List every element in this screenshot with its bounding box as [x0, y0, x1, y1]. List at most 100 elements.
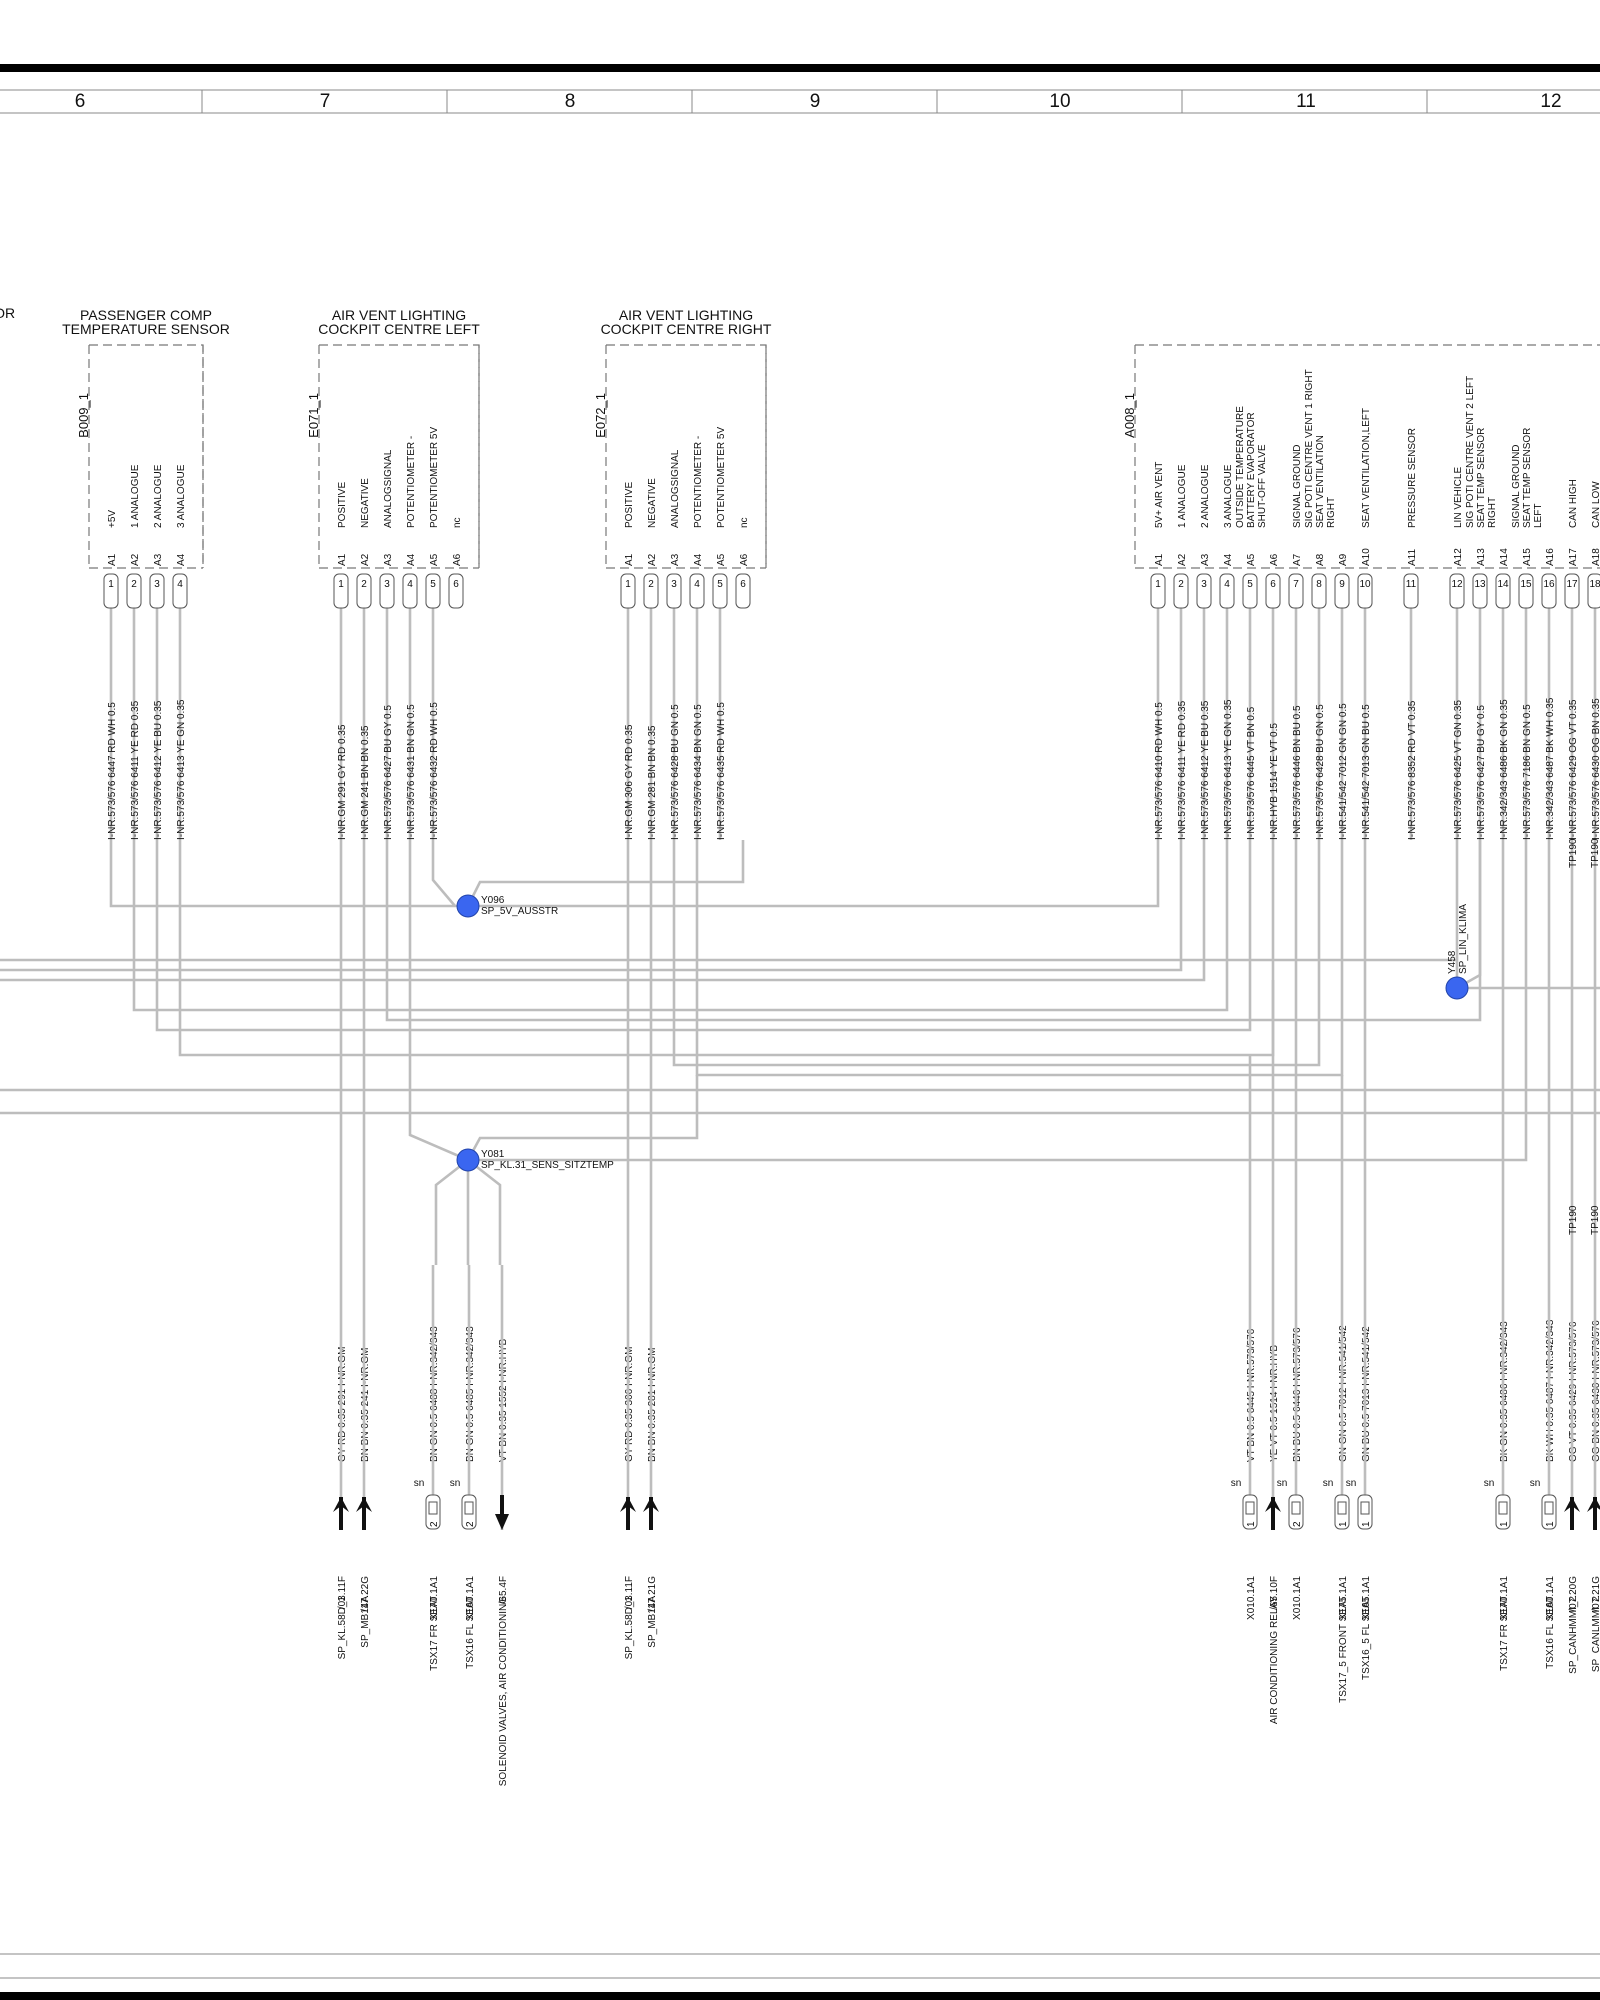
- wire-label: I-NR.573/576 6427 BU GY 0.5: [383, 705, 394, 840]
- pin-connector: [448, 573, 464, 609]
- wire-label: I-NR.573/576 7186 BN GN 0.5: [1522, 704, 1533, 840]
- lower-terminals-layer: GY RD 0.35 291 I-NR.GM/03.11FSP_KL.58D_1…: [333, 1265, 1600, 1786]
- pin-connector: [1403, 573, 1419, 609]
- terminal-reference: /03.11F: [624, 1576, 635, 1609]
- lower-wire-label: GY RD 0.35 291 I-NR.GM: [337, 1347, 348, 1462]
- pin-function-label: CAN HIGH: [1568, 479, 1579, 528]
- wire-label: I-NR.573/576 6429 OG VT 0.35: [1568, 699, 1579, 840]
- pin-number: 13: [1474, 579, 1486, 590]
- pin-function-label: SEAT TEMP SENSOR: [1476, 428, 1487, 528]
- terminal-reference: X010.1A1: [1246, 1576, 1257, 1620]
- sn-label: sn: [1530, 1478, 1541, 1489]
- connector-pin-inner: [1291, 1501, 1301, 1515]
- pin-code: A18: [1591, 548, 1600, 566]
- pin-code: A4: [406, 553, 417, 566]
- wire-label: I-NR.573/576 6435 RD WH 0.5: [716, 702, 727, 840]
- pin-code: A2: [1177, 553, 1188, 566]
- pin-code: A3: [1200, 553, 1211, 566]
- sn-label: sn: [1231, 1478, 1242, 1489]
- wire-label: I-NR.541/542 7013 GN BU 0.5: [1361, 704, 1372, 840]
- wire-label: I-NR.GM 306 GY RD 0.35: [624, 724, 635, 840]
- wire-label: I-NR.GM 281 BN BN 0.35: [647, 725, 658, 840]
- wire-label: I-NR.573/576 6445 VT BN 0.5: [1246, 706, 1257, 840]
- wire-route: [434, 1158, 469, 1265]
- component-ident: B009_1: [76, 393, 91, 438]
- pin-code: A7: [1292, 553, 1303, 566]
- pin-code: A12: [1453, 548, 1464, 566]
- connector-pin-number: 2: [465, 1521, 476, 1527]
- connector-pin-inner: [1360, 1501, 1370, 1515]
- wire-label: I-NR.HYB 1514 YE VT 0.5: [1269, 723, 1280, 840]
- pin-connector: [126, 573, 142, 609]
- pin-connector: [172, 573, 188, 609]
- component-ident: E071_1: [306, 393, 321, 438]
- wire-label: I-NR.573/576 6411 YE RD 0.35: [1177, 700, 1188, 840]
- pin-connector: [1242, 573, 1258, 609]
- pin-number: 7: [1293, 579, 1299, 590]
- column-number-6: 6: [75, 91, 86, 112]
- pin-function-label: LIN VEHICLE: [1453, 467, 1464, 528]
- pin-number: 5: [1247, 579, 1253, 590]
- component-title: COCKPIT CENTRE RIGHT: [601, 321, 772, 337]
- pin-connector: [1541, 573, 1557, 609]
- pin-function-label: POTENTIOMETER 5V: [716, 427, 727, 528]
- pin-connector: [643, 573, 659, 609]
- pin-connector: [666, 573, 682, 609]
- pin-function-label: SEAT VENTILATION: [1315, 435, 1326, 528]
- component-ident: A008_1: [1122, 393, 1137, 438]
- pin-function-label: BATTERY EVAPORATOR: [1246, 412, 1257, 528]
- pin-function-label: SEAT VENTILATION,LEFT: [1361, 408, 1372, 528]
- pin-connector: [1334, 573, 1350, 609]
- pin-code: A4: [1223, 553, 1234, 566]
- terminal-reference: X160.1A1: [1545, 1576, 1556, 1620]
- pin-code: A17: [1568, 548, 1579, 566]
- pin-code: A4: [176, 553, 187, 566]
- wire-route: [109, 840, 468, 908]
- wire-label: I-NR.573/576 6447 RD WH 0.5: [107, 702, 118, 840]
- wire-route: [468, 840, 1528, 1162]
- pin-number: 5: [717, 579, 723, 590]
- wire-route: [132, 840, 1229, 1012]
- pin-number: 12: [1451, 579, 1463, 590]
- lower-terminal: BN GN 0.5 6485 I-NR.342/343sn2X160.1A1TS…: [450, 1265, 477, 1669]
- pin-function-label: OUTSIDE TEMPERATURE: [1235, 406, 1246, 528]
- wire-label: I-NR.573/576 6431 BN GN 0.5: [406, 704, 417, 840]
- wire-label: I-NR.573/576 6446 BN BU 0.5: [1292, 705, 1303, 840]
- splice-name: SP_LIN_KLIMA: [1458, 904, 1469, 974]
- wire-layer: [0, 608, 1600, 1265]
- pin-connector: [1495, 573, 1511, 609]
- pin-connector: [1587, 573, 1600, 609]
- pin-number: 15: [1520, 579, 1532, 590]
- pin-code: A2: [360, 553, 371, 566]
- pin-number: 3: [1201, 579, 1207, 590]
- pin-function-label: POTENTIOMETER 5V: [429, 427, 440, 528]
- pin-code: A1: [1154, 553, 1165, 566]
- pin-number: 17: [1566, 579, 1578, 590]
- pin-function-label: POSITIVE: [337, 482, 348, 528]
- top-border-bar: [0, 64, 1600, 72]
- connector-pin-inner: [1245, 1501, 1255, 1515]
- pin-code: A16: [1545, 548, 1556, 566]
- pin-connector: [425, 573, 441, 609]
- component-title: COCKPIT CENTRE LEFT: [318, 321, 480, 337]
- connector-pin-number: 1: [1545, 1521, 1556, 1527]
- wire-label: I-NR.573/576 6428 BU GN 0.5: [670, 704, 681, 840]
- component-title: PASSENGER COMP: [80, 307, 212, 323]
- pin-number: 1: [1155, 579, 1161, 590]
- terminal-arrow-down-icon: [495, 1514, 509, 1530]
- splice-layer: Y096SP_5V_AUSSTRY081SP_KL.31_SENS_SITZTE…: [456, 838, 1600, 1235]
- pin-function-label: CAN LOW: [1591, 481, 1600, 528]
- splice-id: Y081: [481, 1149, 505, 1160]
- pin-code: A4: [693, 553, 704, 566]
- pin-code: A11: [1407, 549, 1418, 566]
- pin-number: 1: [338, 579, 344, 590]
- pin-function-label: ANALOGSIGNAL: [670, 449, 681, 528]
- pin-number: 11: [1406, 579, 1417, 590]
- wire-label: I-NR.573/576 6430 OG BN 0.35: [1591, 698, 1600, 840]
- pin-function-label: LEFT: [1533, 504, 1544, 528]
- wire-label: I-NR.573/576 6434 BN GN 0.5: [693, 704, 704, 840]
